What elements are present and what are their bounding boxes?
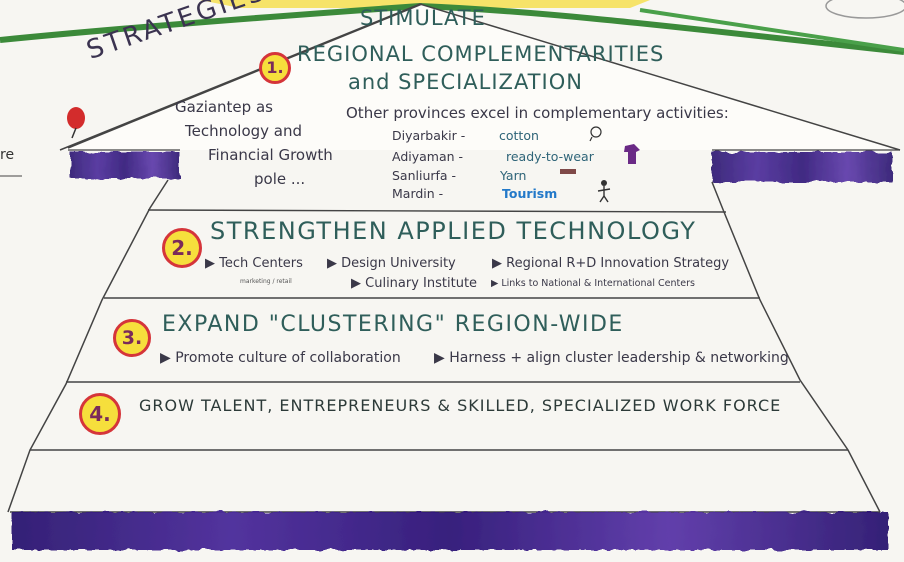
tier-4-number: 4.	[79, 393, 121, 435]
province-name: Adiyaman -	[392, 149, 464, 164]
tier-2-bullet: ▶ Tech Centers	[205, 256, 303, 271]
gaziantep-note-line2: Technology and	[185, 122, 303, 140]
shirt-icon	[624, 144, 640, 164]
tier-1-title-line2: REGIONAL COMPLEMENTARITIES	[297, 42, 665, 66]
province-name: Sanliurfa -	[392, 168, 457, 183]
yarn-icon	[560, 169, 576, 174]
gaziantep-note-line4: pole ...	[254, 170, 306, 188]
foundation-wash	[12, 512, 888, 550]
roof-outline	[59, 3, 901, 151]
right-eave-wash	[712, 152, 892, 182]
body-left-wall	[7, 179, 169, 513]
tier-3-number: 3.	[113, 319, 151, 357]
tier-2-bullet: ▶ Regional R+D Innovation Strategy	[492, 256, 730, 271]
province-activity: ready-to-wear	[506, 149, 594, 164]
tourist-icon	[597, 180, 611, 203]
tier-2-title: STRENGTHEN APPLIED TECHNOLOGY	[210, 217, 697, 245]
gaziantep-note-line1: Gaziantep as	[175, 98, 273, 116]
province-activity: Yarn	[500, 168, 527, 183]
edge-fragment-text: re	[0, 147, 15, 163]
province-name: Mardin -	[392, 186, 444, 201]
tier-3-bullet: ▶ Harness + align cluster leadership & n…	[434, 350, 789, 366]
tier-1-title-line1: STIMULATE	[360, 6, 486, 30]
province-activity: cotton	[499, 128, 539, 143]
tier-2-number: 2.	[162, 228, 202, 268]
tier-2-bullet: ▶ Links to National & International Cent…	[491, 278, 695, 289]
pin-icon	[67, 107, 85, 139]
left-eave-wash	[70, 152, 180, 178]
tier-1-number: 1.	[259, 52, 291, 84]
province-activity: Tourism	[502, 186, 558, 201]
cloud-doodle	[825, 0, 904, 19]
tier-4-title: GROW TALENT, ENTREPRENEURS & SKILLED, SP…	[139, 396, 782, 415]
cotton-icon	[589, 126, 602, 142]
tier-3-bullet: ▶ Promote culture of collaboration	[160, 350, 401, 366]
body-right-wall	[711, 181, 881, 513]
roof-left-edge	[67, 3, 423, 149]
tier-1-title-line3: and SPECIALIZATION	[348, 70, 583, 94]
tier-2-small-note: marketing / retail	[240, 278, 292, 285]
roof-green-line-right	[639, 8, 904, 52]
tier-line-1	[147, 209, 727, 213]
gaziantep-note-line3: Financial Growth	[208, 146, 333, 164]
tier-2-bullet: ▶ Design University	[327, 256, 456, 271]
tier-3-title: EXPAND "CLUSTERING" REGION-WIDE	[162, 312, 624, 337]
other-provinces-note: Other provinces excel in complementary a…	[346, 104, 729, 122]
province-name: Diyarbakir -	[392, 128, 466, 143]
tier-2-bullet: ▶ Culinary Institute	[351, 276, 478, 291]
